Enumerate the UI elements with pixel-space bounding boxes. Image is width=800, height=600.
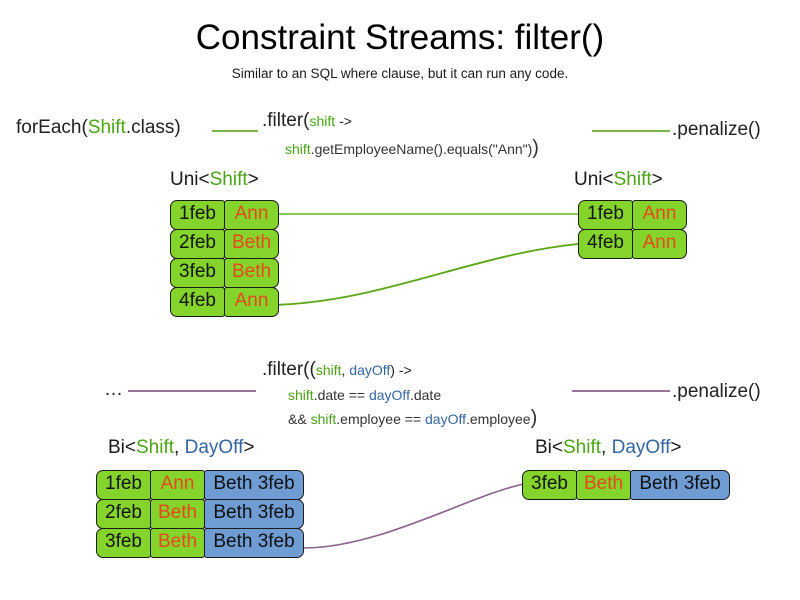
wire-bi-row3: [303, 483, 525, 549]
fact-cell-dayoff: Beth 3feb: [630, 470, 730, 500]
filter2-arrow: ) ->: [390, 362, 412, 378]
foreach-type: Shift: [87, 117, 126, 138]
filter1-body-rest: .getEmployeeName().equals("Ann"): [310, 141, 533, 157]
wire-uni-row4: [269, 243, 579, 306]
header-bi-right-type2: DayOff: [611, 437, 671, 458]
fact-cell-date: 3feb: [96, 528, 151, 558]
filter2-open: .filter((: [262, 359, 316, 380]
filter2-line1: .filter((shift, dayOff) ->: [262, 359, 412, 381]
fact-cell-dayoff: Beth 3feb: [204, 499, 304, 529]
filter2-l2-var2: dayOff: [368, 387, 410, 403]
fact-cell-date: 1feb: [578, 200, 633, 230]
fact-cell-date: 2feb: [96, 499, 151, 529]
header-uni-left-suffix: >: [247, 169, 259, 190]
filter2-l2-mid: .date ==: [313, 387, 369, 403]
ellipsis-source: …: [104, 379, 123, 400]
filter1-param: shift: [309, 113, 336, 129]
penalize1-expression: .penalize(): [672, 119, 761, 140]
filter2-l3-mid: .employee ==: [336, 411, 425, 427]
header-uni-left-type: Shift: [209, 169, 248, 190]
page-subtitle: Similar to an SQL where clause, but it c…: [231, 66, 569, 81]
fact-cell-employee: Ann: [632, 200, 687, 230]
fact-cell-date: 2feb: [170, 229, 225, 259]
fact-cell-employee: Beth: [224, 229, 279, 259]
fact-cell-employee: Ann: [150, 470, 205, 500]
filter1-open: .filter(: [262, 110, 310, 131]
header-bi-right-prefix: Bi<: [535, 437, 563, 458]
fact-cell-date: 3feb: [522, 470, 577, 500]
page-title: Constraint Streams: filter(): [195, 18, 605, 57]
filter1-line1: .filter(shift ->: [262, 110, 352, 132]
filter1-line2: shift.getEmployeeName().equals("Ann")): [285, 137, 539, 160]
fact-cell-date: 4feb: [170, 287, 225, 317]
filter2-l2-var1: shift: [288, 387, 314, 403]
filter2-l3-end: .employee: [466, 411, 531, 427]
header-uni-left-prefix: Uni<: [170, 169, 210, 190]
header-uni-right-type: Shift: [613, 169, 652, 190]
filter2-line2: shift.date == dayOff.date: [288, 387, 441, 403]
filter2-l3-var2: dayOff: [425, 411, 466, 427]
filter2-param2: dayOff: [349, 362, 391, 378]
fact-cell-date: 1feb: [96, 470, 151, 500]
header-uni-left: Uni<Shift>: [170, 169, 259, 191]
fact-cell-employee: Ann: [224, 200, 279, 230]
header-uni-right-prefix: Uni<: [574, 169, 614, 190]
header-bi-left-comma: ,: [174, 437, 185, 458]
filter1-arrow: ->: [335, 113, 352, 129]
header-bi-left: Bi<Shift, DayOff>: [108, 437, 254, 459]
header-uni-right: Uni<Shift>: [574, 169, 663, 191]
filter2-param1: shift: [315, 362, 342, 378]
header-uni-right-suffix: >: [651, 169, 663, 190]
filter2-l3-var1: shift: [310, 411, 337, 427]
fact-cell-date: 4feb: [578, 229, 633, 259]
fact-cell-employee: Beth: [150, 499, 205, 529]
fact-cell-employee: Beth: [224, 258, 279, 288]
header-bi-right-suffix: >: [670, 437, 682, 458]
filter1-body-var: shift: [285, 141, 311, 157]
header-bi-left-suffix: >: [243, 437, 255, 458]
header-bi-right-type1: Shift: [563, 437, 602, 458]
filter2-line3: && shift.employee == dayOff.employee): [288, 407, 537, 430]
fact-cell-employee: Beth: [150, 528, 205, 558]
filter2-l2-end: .date: [409, 387, 442, 403]
foreach-expression: forEach(Shift.class): [16, 117, 181, 139]
header-bi-left-prefix: Bi<: [108, 437, 136, 458]
fact-cell-dayoff: Beth 3feb: [204, 528, 304, 558]
fact-cell-date: 3feb: [170, 258, 225, 288]
fact-cell-employee: Ann: [632, 229, 687, 259]
header-bi-right: Bi<Shift, DayOff>: [535, 437, 681, 459]
fact-cell-employee: Ann: [224, 287, 279, 317]
fact-cell-dayoff: Beth 3feb: [204, 470, 304, 500]
filter2-l3-and: &&: [288, 411, 311, 427]
filter1-close: ): [532, 137, 539, 159]
fact-cell-date: 1feb: [170, 200, 225, 230]
filter2-comma: ,: [341, 362, 350, 378]
foreach-prefix: forEach(: [16, 117, 88, 138]
foreach-suffix: .class): [125, 117, 181, 138]
filter2-close: ): [530, 407, 538, 429]
header-bi-left-type1: Shift: [136, 437, 175, 458]
fact-cell-employee: Beth: [576, 470, 631, 500]
header-bi-right-comma: ,: [601, 437, 612, 458]
header-bi-left-type2: DayOff: [184, 437, 244, 458]
penalize2-expression: .penalize(): [672, 381, 761, 402]
